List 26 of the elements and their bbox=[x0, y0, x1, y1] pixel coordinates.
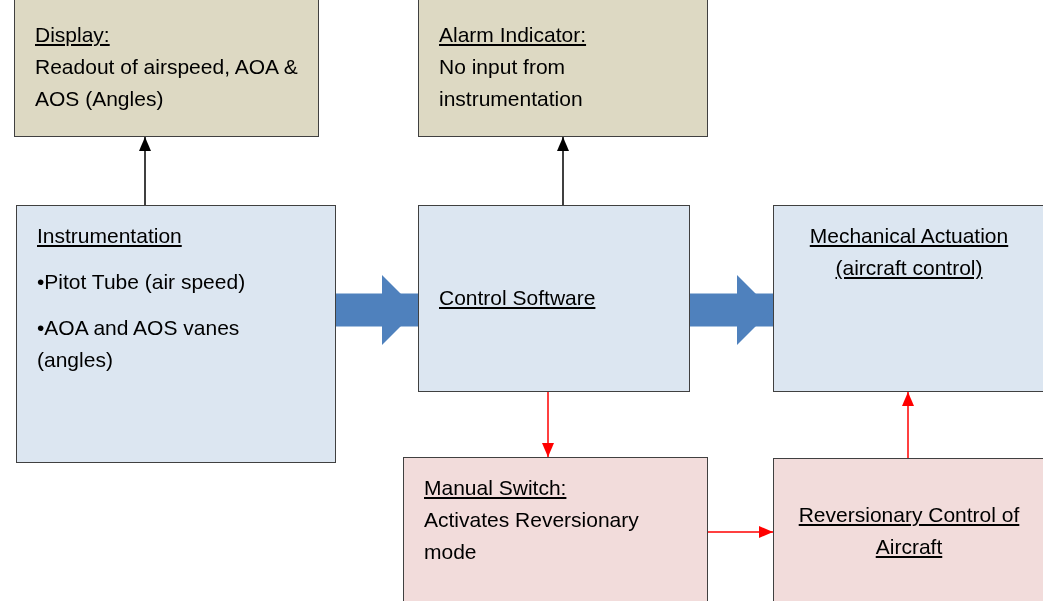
box-text: No input from instrumentation bbox=[439, 54, 584, 112]
box-heading: Manual Switch: bbox=[424, 475, 568, 501]
box-heading: Display: bbox=[35, 22, 111, 48]
process-box bbox=[773, 458, 1043, 601]
process-box bbox=[403, 457, 708, 601]
process-box bbox=[16, 205, 336, 463]
box-heading: Control Software bbox=[439, 285, 597, 311]
box-heading: Instrumentation bbox=[37, 223, 183, 249]
box-heading: Alarm Indicator: bbox=[439, 22, 588, 48]
block-arrow bbox=[690, 275, 773, 345]
arrow bbox=[707, 526, 774, 538]
arrow bbox=[557, 136, 569, 206]
box-heading: Reversionary Control of Aircraft bbox=[797, 502, 1021, 560]
process-box bbox=[418, 0, 708, 137]
arrow bbox=[542, 391, 554, 458]
process-box bbox=[418, 205, 690, 392]
box-heading: Mechanical Actuation (aircraft control) bbox=[808, 223, 1010, 281]
arrow bbox=[139, 136, 151, 206]
box-text: •AOA and AOS vanes (angles) bbox=[37, 315, 241, 373]
process-box bbox=[14, 0, 319, 137]
arrow bbox=[902, 391, 914, 459]
box-text: Readout of airspeed, AOA & AOS (Angles) bbox=[35, 54, 298, 112]
box-text: Activates Reversionary mode bbox=[424, 507, 640, 565]
process-box bbox=[773, 205, 1043, 392]
block-arrow bbox=[336, 275, 418, 345]
box-text: •Pitot Tube (air speed) bbox=[37, 269, 247, 295]
